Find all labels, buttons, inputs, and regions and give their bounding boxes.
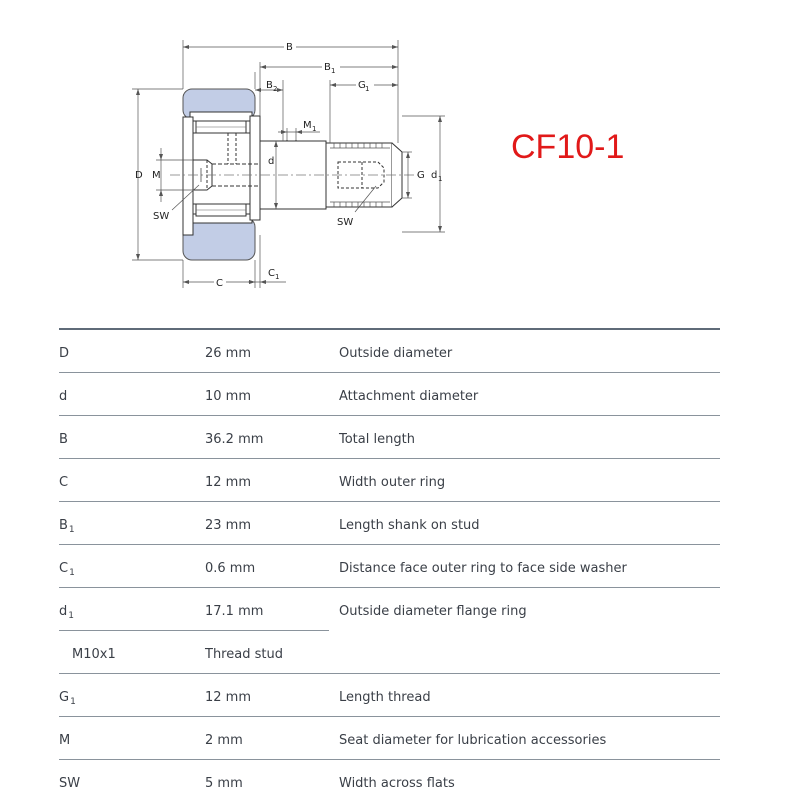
table-row: d1 17.1 mm Outside diameter flange ring xyxy=(0,588,800,631)
label-B2: B xyxy=(266,80,273,91)
bearing-technical-drawing: B B 1 B 2 G 1 M 1 D M d G d 1 SW SW C C … xyxy=(132,40,445,289)
dimension-labels: B B 1 B 2 G 1 M 1 D M d G d 1 SW SW C C … xyxy=(135,40,442,289)
table-row: M10x1 Thread stud xyxy=(0,631,800,674)
product-designation: CF10-1 xyxy=(511,128,625,166)
table-row: M 2 mm Seat diameter for lubrication acc… xyxy=(0,717,800,760)
side-washer xyxy=(182,116,194,236)
label-G1: G xyxy=(358,80,366,91)
table-row: SW 5 mm Width across flats xyxy=(59,776,455,791)
svg-text:1: 1 xyxy=(275,273,279,281)
svg-text:1: 1 xyxy=(438,175,442,183)
svg-text:2: 2 xyxy=(273,85,277,93)
table-row: C1 0.6 mm Distance face outer ring to fa… xyxy=(0,545,800,588)
table-top-rule xyxy=(59,328,720,330)
label-B1: B xyxy=(324,62,331,73)
label-C1: C xyxy=(268,268,275,279)
svg-text:1: 1 xyxy=(331,67,335,75)
label-d: d xyxy=(268,156,274,167)
table-row: C 12 mm Width outer ring xyxy=(0,459,800,502)
outer-ring-bottom xyxy=(182,217,256,261)
svg-text:1: 1 xyxy=(312,125,316,133)
label-M1: M xyxy=(303,120,312,131)
table-row: G1 12 mm Length thread xyxy=(0,674,800,717)
table-row: B 36.2 mm Total length xyxy=(0,416,800,459)
label-SW-left: SW xyxy=(153,211,169,222)
table-row: B1 23 mm Length shank on stud xyxy=(0,502,800,545)
label-M: M xyxy=(152,170,161,181)
table-row: d 10 mm Attachment diameter xyxy=(0,373,800,416)
flange-ring xyxy=(249,115,261,221)
svg-text:1: 1 xyxy=(365,85,369,93)
label-G: G xyxy=(417,170,425,181)
label-C: C xyxy=(216,278,223,289)
label-D: D xyxy=(135,170,143,181)
drawing-geometry xyxy=(132,40,445,288)
label-SW-right: SW xyxy=(337,217,353,228)
table-row: D 26 mm Outside diameter xyxy=(0,330,800,373)
label-d1: d xyxy=(431,170,437,181)
label-B: B xyxy=(286,42,293,53)
